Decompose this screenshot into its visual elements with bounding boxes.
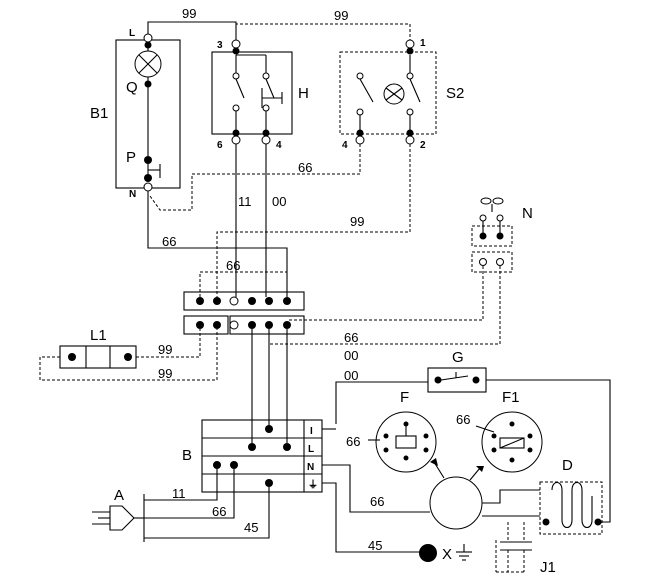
component-j1: [495, 522, 532, 573]
wire-label-66-s2: 66: [298, 160, 312, 175]
component-s2: [339, 39, 437, 145]
label-f: F: [400, 389, 409, 406]
wire-label-45-ground: 45: [368, 538, 382, 553]
wire-label-99-top-right: 99: [334, 8, 348, 23]
ground-icon: [456, 544, 472, 561]
terminal-1-label: 1: [420, 38, 426, 49]
terminal-3-label: 3: [217, 40, 223, 51]
wire-label-99-top: 99: [182, 6, 196, 21]
component-f1: [481, 411, 543, 473]
label-x: X: [442, 546, 452, 563]
terminal-strip-lower: [183, 315, 305, 335]
component-h: [211, 39, 293, 145]
terminal-6-label: 6: [217, 140, 223, 151]
wire-label-11-plug: 11: [172, 486, 186, 501]
label-p: P: [126, 149, 136, 166]
component-motor: [429, 458, 484, 530]
component-b1: [115, 33, 181, 192]
wire-label-99-l1b: 99: [158, 366, 172, 381]
terminal-l-label: L: [129, 28, 135, 39]
label-h: H: [298, 85, 309, 102]
terminal-l-b-label: L: [308, 444, 314, 455]
wire-label-66-strip: 66: [226, 258, 240, 273]
wire-label-00-h: 00: [272, 194, 286, 209]
terminal-2-label: 2: [420, 140, 426, 151]
terminal-n-b-label: N: [307, 462, 314, 473]
component-f: [375, 411, 437, 473]
wire-label-66-f: 66: [346, 434, 360, 449]
terminal-block-b: [201, 419, 323, 493]
wire-label-66-b1: 66: [162, 234, 176, 249]
component-l1: [59, 345, 137, 369]
label-j1: J1: [540, 559, 556, 576]
wire-label-66-motor: 66: [370, 494, 384, 509]
wire-label-11-h: 11: [238, 194, 252, 209]
label-l1: L1: [90, 327, 107, 344]
label-a: A: [114, 487, 124, 504]
label-f1: F1: [502, 389, 520, 406]
label-q: Q: [126, 79, 138, 96]
wire-label-99-l1a: 99: [158, 342, 172, 357]
label-n: N: [522, 205, 533, 222]
terminal-4-s2-label: 4: [342, 140, 348, 151]
wire-label-00-g: 00: [344, 368, 358, 383]
wire-label-66-fan: 66: [344, 330, 358, 345]
component-n-fan: [471, 197, 513, 273]
terminal-ground-label: ⏚: [308, 479, 318, 491]
wire-label-66-plug: 66: [212, 504, 226, 519]
component-g: [427, 367, 487, 393]
wire-label-66-f1: 66: [456, 412, 470, 427]
terminal-n-label: N: [129, 189, 136, 200]
label-b1: B1: [90, 105, 108, 122]
wire-label-00-fan: 00: [344, 348, 358, 363]
wire-label-99-s2: 99: [350, 214, 364, 229]
terminal-4-label: 4: [276, 140, 282, 151]
terminal-strip-upper: [183, 291, 305, 311]
terminal-i-label: I: [310, 426, 313, 437]
label-g: G: [452, 349, 464, 366]
component-d: [539, 481, 603, 535]
component-a-plug: [92, 505, 135, 531]
label-s2: S2: [446, 85, 464, 102]
ground-terminal-x: [419, 544, 437, 562]
label-d: D: [562, 457, 573, 474]
label-b: B: [182, 447, 192, 464]
wire-label-45-plug: 45: [244, 520, 258, 535]
